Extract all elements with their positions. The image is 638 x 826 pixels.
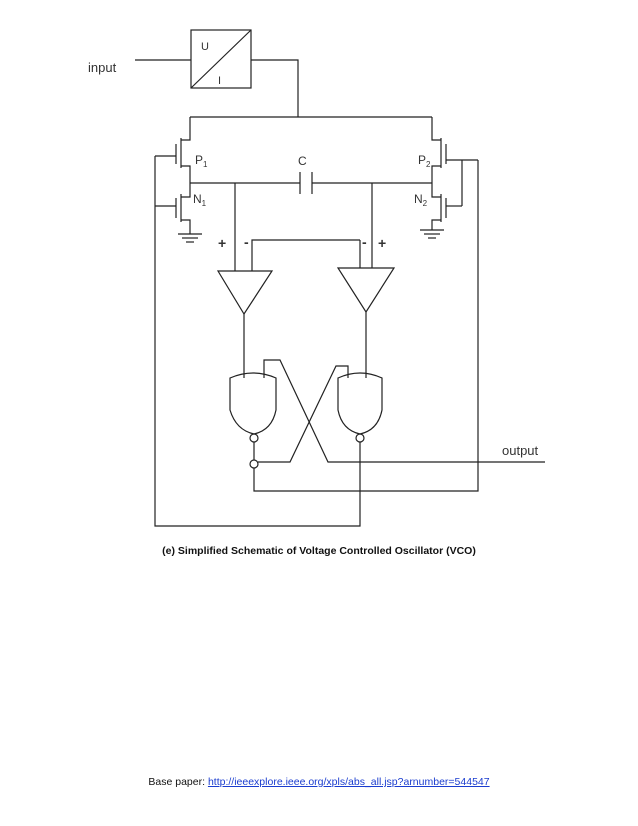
svg-text:N2: N2 [414, 192, 428, 208]
voltage-to-current-converter [190, 29, 252, 89]
n2-source-wire [431, 219, 441, 230]
p2-drain-wire [431, 165, 441, 183]
nor-gate-left [229, 372, 277, 435]
cross-wire-a [263, 359, 361, 463]
footer: Base paper: http://ieeexplore.ieee.org/x… [0, 776, 638, 788]
base-paper-link[interactable]: http://ieeexplore.ieee.org/xpls/abs_all.… [207, 776, 490, 788]
p2-subscript: 2 [426, 160, 431, 169]
comp1-minus-wire [251, 239, 360, 271]
footer-prefix: Base paper: [148, 776, 208, 788]
p1-label: P [195, 153, 203, 167]
comp2-plus-label: + [378, 235, 386, 251]
comp1-minus-label: - [244, 234, 249, 250]
vco-schematic: input U I C P1 N1 P2 N2 + - - + output [88, 29, 545, 527]
n2-label: N [414, 192, 423, 206]
comp1-plus-label: + [218, 235, 226, 251]
figure-caption: (e) Simplified Schematic of Voltage Cont… [162, 545, 476, 557]
nor-gate-right [337, 372, 383, 435]
input-label: input [88, 60, 117, 75]
converter-top-label: U [201, 41, 209, 53]
n1-label: N [193, 192, 202, 206]
feedback-right [253, 160, 479, 492]
nor-left-bubble [249, 433, 259, 443]
converter-diagonal [190, 29, 252, 89]
svg-text:P1: P1 [195, 153, 208, 169]
comparator-right [336, 267, 396, 314]
feedback-left [154, 206, 361, 527]
svg-text:P2: P2 [418, 153, 431, 169]
comparator-left [216, 270, 274, 316]
n1-source-wire [181, 219, 191, 234]
n1-subscript: 1 [202, 199, 207, 208]
output-label: output [502, 443, 539, 458]
converter-output-wire [251, 59, 299, 117]
n2-subscript: 2 [423, 199, 428, 208]
p1-source-wire [181, 117, 191, 141]
capacitor-label: C [298, 154, 307, 168]
n1-drain-wire [181, 183, 191, 198]
nor-right-bubble [355, 433, 365, 443]
n2-drain-wire [431, 183, 441, 198]
p1-subscript: 1 [203, 160, 208, 169]
p2-label: P [418, 153, 426, 167]
junction-node [249, 459, 259, 469]
p2-source-wire [431, 117, 441, 141]
converter-bottom-label: I [218, 75, 221, 87]
comp2-minus-label: - [362, 234, 367, 250]
p1-drain-wire [181, 165, 191, 183]
svg-text:N1: N1 [193, 192, 207, 208]
cross-wire-b [258, 365, 349, 463]
